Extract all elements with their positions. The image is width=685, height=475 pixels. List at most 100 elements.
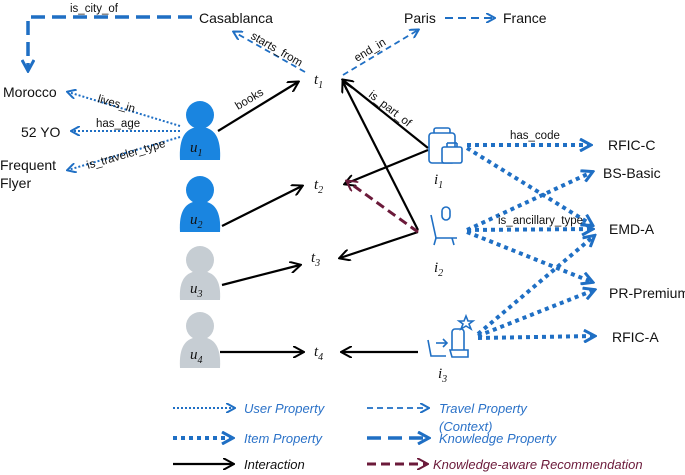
edge-end-in	[342, 30, 418, 76]
svg-text:i1: i1	[434, 172, 443, 191]
seat-icon	[430, 206, 457, 246]
item-label-i2: i	[434, 260, 438, 276]
edge-i3-emd-a	[476, 236, 594, 336]
user-head-icon	[186, 176, 214, 204]
edge-i2-t3	[340, 230, 419, 258]
edge-is-ancillary-type	[466, 229, 592, 230]
trip-label-t4: t	[314, 344, 319, 360]
trip-sub-t2: 2	[318, 185, 323, 196]
entity-frequent: Frequent	[0, 157, 56, 173]
edge-books	[217, 82, 298, 132]
edge-i2-pr-premium	[466, 230, 592, 282]
legend-travel-property-context: (Context)	[439, 419, 492, 434]
entity-paris: Paris	[404, 10, 436, 26]
edge-is-city-of	[28, 15, 192, 70]
trip-label-t3: t	[311, 250, 316, 266]
entity-emd-a: EMD-A	[609, 221, 655, 237]
legend-knowledge-property: Knowledge Property	[439, 431, 558, 446]
edge-label-has-age: has_age	[96, 118, 140, 130]
edge-label-is-ancillary-type: is_ancillary_type	[498, 215, 583, 227]
trip-sub-t3: 3	[314, 258, 320, 269]
edge-label-books: books	[233, 86, 266, 112]
svg-text:u2: u2	[190, 212, 203, 231]
user-body-icon	[179, 271, 221, 300]
entity-morocco: Morocco	[3, 84, 57, 100]
entity-age: 52 YO	[21, 124, 61, 140]
user-body-icon	[179, 127, 221, 160]
user-node-u4: u4	[179, 312, 221, 368]
edge-label-end-in: end_in	[352, 36, 388, 64]
legend-interaction: Interaction	[244, 457, 305, 472]
svg-text:i3: i3	[438, 366, 447, 385]
trip-sub-t1: 1	[318, 80, 323, 91]
legend: User Property Travel Property (Context) …	[173, 401, 643, 472]
entity-pr-premium: PR-Premium	[609, 285, 685, 301]
user-node-u1: u1	[179, 101, 221, 160]
edge-u2-t2	[221, 186, 302, 227]
item-label-i1: i	[434, 172, 438, 188]
item-sub-i3: 3	[441, 374, 447, 385]
user-head-icon	[186, 101, 214, 129]
user-label-u4: u	[190, 347, 198, 363]
item-sub-i1: 1	[438, 180, 443, 191]
user-body-icon	[179, 201, 221, 232]
edge-u3-t3	[221, 265, 300, 287]
premium-seat-icon	[427, 313, 476, 358]
svg-text:u3: u3	[190, 281, 203, 300]
edge-is-part-of	[343, 80, 429, 149]
edge-label-is-part-of: is_part_of	[366, 89, 414, 130]
edge-i2-t1	[343, 82, 419, 231]
entity-rfic-c: RFIC-C	[608, 137, 655, 153]
entity-bs-basic: BS-Basic	[603, 165, 661, 181]
user-head-icon	[186, 246, 214, 274]
user-sub-u1: 1	[198, 148, 203, 159]
entity-rfic-a: RFIC-A	[612, 329, 659, 345]
edge-i1-emd-a	[465, 146, 592, 225]
edge-starts-from	[234, 32, 306, 73]
edge-label-is-traveler-type: is_traveler_type	[86, 138, 167, 172]
svg-text:t3: t3	[311, 250, 320, 269]
user-sub-u2: 2	[198, 220, 203, 231]
svg-text:t2: t2	[314, 177, 323, 196]
edge-label-lives-in: lives_in	[96, 93, 136, 115]
entity-casablanca: Casablanca	[199, 10, 273, 26]
edge-lives-in	[68, 92, 181, 127]
edge-i3-rfic-a	[477, 336, 594, 338]
edge-is-traveler-type	[68, 136, 181, 170]
edge-i3-pr-premium	[477, 290, 594, 338]
trip-label-t1: t	[314, 72, 319, 88]
edge-label-starts-from: starts_from	[249, 30, 305, 69]
user-node-u3: u3	[179, 246, 221, 300]
item-sub-i2: 2	[438, 268, 443, 279]
trip-sub-t4: 4	[318, 352, 323, 363]
legend-recommendation: Knowledge-aware Recommendation	[433, 457, 643, 472]
user-node-u2: u2	[179, 176, 221, 232]
user-label-u1: u	[190, 140, 198, 156]
entity-flyer: Flyer	[0, 175, 31, 191]
user-body-icon	[179, 337, 221, 368]
user-label-u3: u	[190, 281, 198, 297]
svg-text:u4: u4	[190, 347, 203, 366]
user-head-icon	[186, 312, 214, 340]
edge-label-is-city-of: is_city_of	[70, 3, 119, 15]
user-label-u2: u	[190, 212, 198, 228]
edge-i2-bs-basic	[466, 172, 592, 232]
user-sub-u4: 4	[198, 355, 203, 366]
user-sub-u3: 3	[197, 289, 203, 300]
edge-recommendation	[347, 181, 419, 234]
item-label-i3: i	[438, 366, 442, 382]
legend-item-property: Item Property	[244, 431, 324, 446]
trip-label-t2: t	[314, 177, 319, 193]
svg-text:t4: t4	[314, 344, 323, 363]
svg-text:i2: i2	[434, 260, 443, 279]
edge-label-has-code: has_code	[510, 130, 560, 142]
luggage-icon	[428, 127, 463, 164]
edge-i1-t2	[345, 148, 429, 184]
legend-travel-property: Travel Property	[439, 401, 528, 416]
svg-text:t1: t1	[314, 72, 323, 91]
entity-france: France	[503, 10, 547, 26]
legend-user-property: User Property	[244, 401, 326, 416]
svg-text:u1: u1	[190, 140, 203, 159]
